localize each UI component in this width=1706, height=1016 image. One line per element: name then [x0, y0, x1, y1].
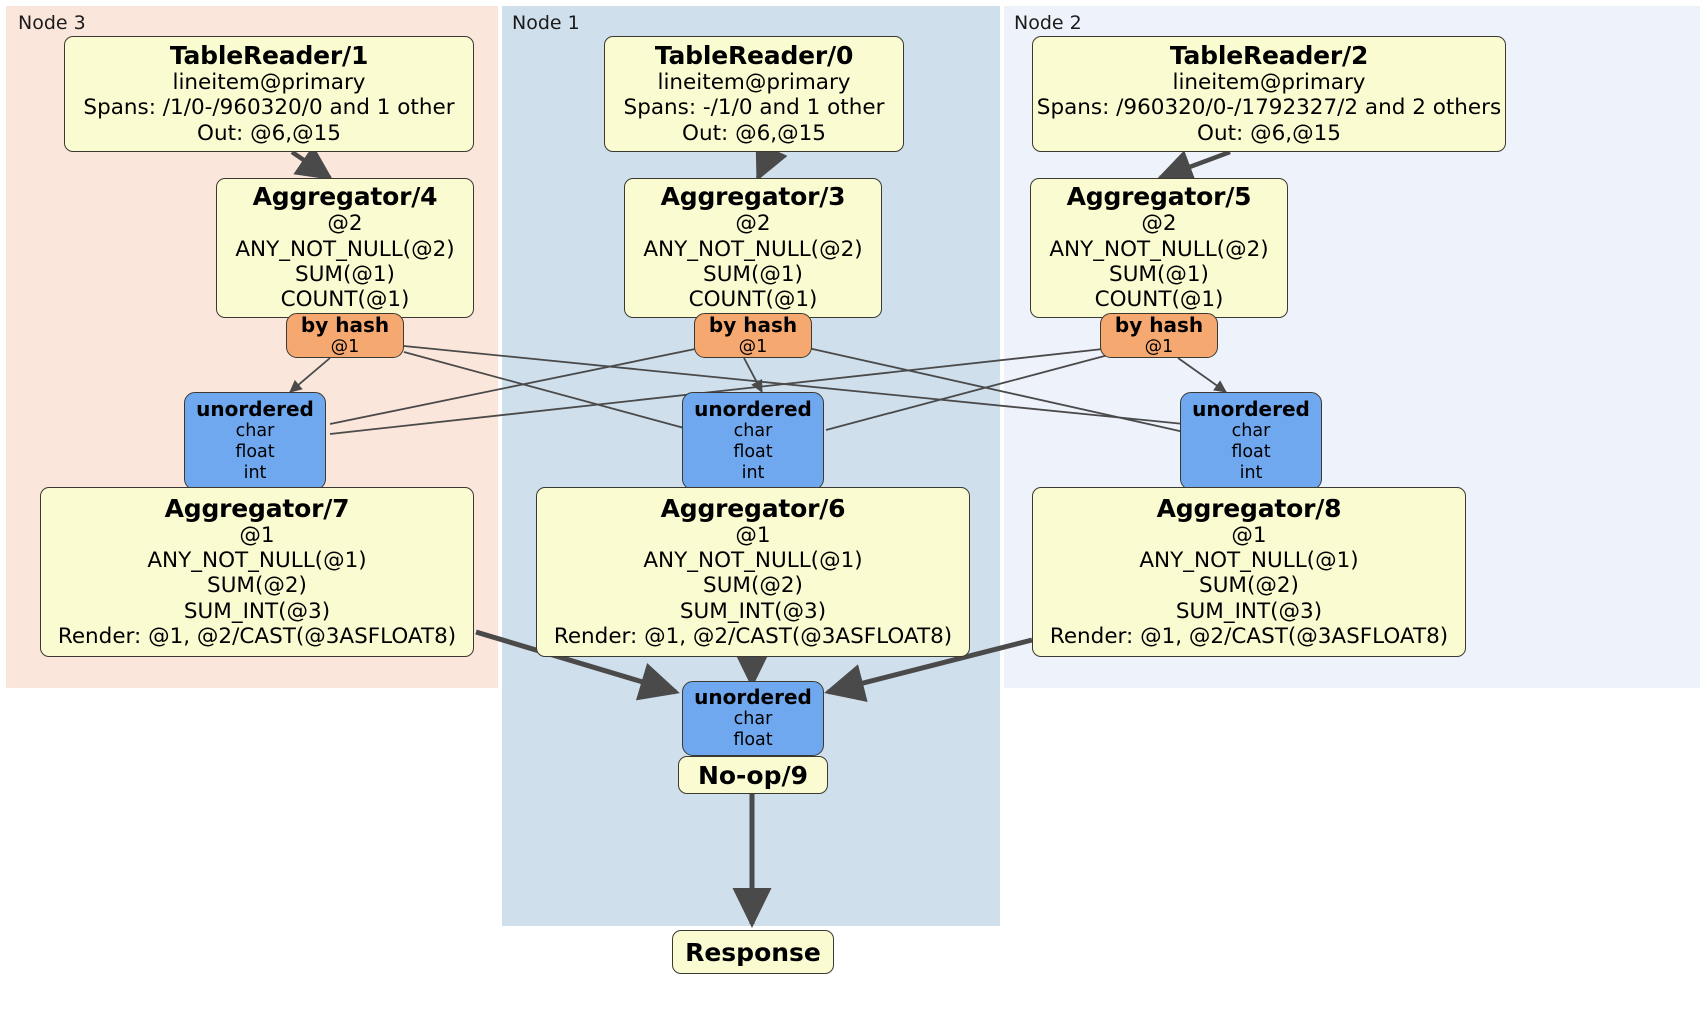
node-label-node2: Node 2	[1014, 12, 1082, 34]
router-detail: int	[243, 463, 267, 483]
processor-table-reader-1[interactable]: TableReader/1 lineitem@primary Spans: /1…	[64, 36, 474, 152]
router-unordered-6[interactable]: unordered char float int	[682, 392, 824, 490]
processor-detail: ANY_NOT_NULL(@1)	[1139, 547, 1359, 573]
router-title: by hash	[708, 312, 798, 337]
router-by-hash-5[interactable]: by hash @1	[1100, 313, 1218, 358]
router-detail: @1	[330, 336, 360, 357]
processor-detail: ANY_NOT_NULL(@2)	[643, 236, 863, 262]
router-detail: char	[733, 421, 773, 441]
processor-detail: SUM(@2)	[1199, 573, 1299, 599]
router-detail: float	[1231, 442, 1271, 462]
processor-title: TableReader/2	[1169, 40, 1369, 70]
router-detail: int	[1239, 463, 1263, 483]
processor-detail: @2	[1141, 211, 1177, 237]
router-detail: float	[733, 730, 773, 750]
processor-title: TableReader/1	[169, 40, 369, 70]
node-label-node1: Node 1	[512, 12, 580, 34]
processor-detail: SUM_INT(@3)	[183, 598, 331, 624]
processor-noop-9[interactable]: No-op/9	[678, 756, 828, 794]
processor-aggregator-3[interactable]: Aggregator/3 @2 ANY_NOT_NULL(@2) SUM(@1)…	[624, 178, 882, 318]
processor-detail: Out: @6,@15	[197, 120, 341, 146]
processor-table-reader-0[interactable]: TableReader/0 lineitem@primary Spans: -/…	[604, 36, 904, 152]
processor-detail: ANY_NOT_NULL(@1)	[643, 547, 863, 573]
processor-detail: ANY_NOT_NULL(@2)	[235, 236, 455, 262]
router-detail: float	[235, 442, 275, 462]
router-detail: int	[741, 463, 765, 483]
router-title: unordered	[1192, 397, 1310, 421]
router-title: unordered	[196, 397, 314, 421]
processor-detail: lineitem@primary	[172, 69, 366, 95]
processor-title: No-op/9	[697, 760, 809, 790]
processor-detail: lineitem@primary	[1172, 69, 1366, 95]
processor-detail: ANY_NOT_NULL(@1)	[147, 547, 367, 573]
processor-detail: SUM(@1)	[295, 262, 395, 287]
processor-detail: SUM(@2)	[703, 573, 803, 599]
processor-table-reader-2[interactable]: TableReader/2 lineitem@primary Spans: /9…	[1032, 36, 1506, 152]
router-detail: char	[1231, 421, 1271, 441]
processor-title: Aggregator/4	[252, 182, 438, 212]
node-label-node3: Node 3	[18, 12, 86, 34]
router-detail: char	[733, 709, 773, 729]
router-detail: char	[235, 421, 275, 441]
router-by-hash-4[interactable]: by hash @1	[286, 313, 404, 358]
processor-detail: ANY_NOT_NULL(@2)	[1049, 236, 1269, 262]
processor-detail: COUNT(@1)	[688, 287, 818, 313]
processor-detail: Spans: /1/0-/960320/0 and 1 other	[83, 95, 455, 121]
processor-detail: Out: @6,@15	[682, 120, 826, 146]
router-detail: float	[733, 442, 773, 462]
processor-detail: Render: @1, @2/CAST(@3ASFLOAT8)	[1049, 624, 1449, 650]
processor-detail: @1	[1231, 522, 1267, 548]
processor-detail: COUNT(@1)	[280, 287, 410, 313]
router-by-hash-3[interactable]: by hash @1	[694, 313, 812, 358]
processor-detail: lineitem@primary	[657, 69, 851, 95]
processor-detail: @2	[735, 211, 771, 237]
processor-title: Aggregator/6	[660, 493, 846, 523]
processor-aggregator-8[interactable]: Aggregator/8 @1 ANY_NOT_NULL(@1) SUM(@2)…	[1032, 487, 1466, 657]
router-unordered-7[interactable]: unordered char float int	[184, 392, 326, 490]
processor-detail: Out: @6,@15	[1197, 120, 1341, 146]
processor-aggregator-5[interactable]: Aggregator/5 @2 ANY_NOT_NULL(@2) SUM(@1)…	[1030, 178, 1288, 318]
router-detail: @1	[738, 336, 768, 357]
router-unordered-final[interactable]: unordered char float	[682, 681, 824, 756]
processor-detail: @1	[239, 522, 275, 548]
router-title: unordered	[694, 397, 812, 421]
router-title: by hash	[1114, 312, 1204, 337]
processor-detail: SUM_INT(@3)	[1175, 598, 1323, 624]
processor-title: Aggregator/3	[660, 182, 846, 212]
processor-detail: SUM(@1)	[1109, 262, 1209, 287]
processor-detail: @1	[735, 522, 771, 548]
router-title: unordered	[694, 685, 812, 709]
processor-title: Aggregator/8	[1156, 493, 1342, 523]
processor-detail: SUM(@2)	[207, 573, 307, 599]
router-title: by hash	[300, 312, 390, 337]
processor-detail: Render: @1, @2/CAST(@3ASFLOAT8)	[553, 624, 953, 650]
router-detail: @1	[1144, 336, 1174, 357]
processor-aggregator-4[interactable]: Aggregator/4 @2 ANY_NOT_NULL(@2) SUM(@1)…	[216, 178, 474, 318]
router-unordered-8[interactable]: unordered char float int	[1180, 392, 1322, 490]
processor-detail: Spans: /960320/0-/1792327/2 and 2 others	[1036, 95, 1502, 121]
processor-detail: Spans: -/1/0 and 1 other	[623, 95, 885, 121]
processor-title: Response	[685, 937, 821, 967]
processor-aggregator-7[interactable]: Aggregator/7 @1 ANY_NOT_NULL(@1) SUM(@2)…	[40, 487, 474, 657]
processor-response[interactable]: Response	[672, 930, 834, 974]
processor-title: TableReader/0	[654, 40, 854, 70]
processor-detail: @2	[327, 211, 363, 237]
processor-aggregator-6[interactable]: Aggregator/6 @1 ANY_NOT_NULL(@1) SUM(@2)…	[536, 487, 970, 657]
processor-detail: SUM(@1)	[703, 262, 803, 287]
processor-detail: COUNT(@1)	[1094, 287, 1224, 313]
processor-title: Aggregator/7	[164, 493, 350, 523]
processor-detail: Render: @1, @2/CAST(@3ASFLOAT8)	[57, 624, 457, 650]
processor-detail: SUM_INT(@3)	[679, 598, 827, 624]
processor-title: Aggregator/5	[1066, 182, 1252, 212]
